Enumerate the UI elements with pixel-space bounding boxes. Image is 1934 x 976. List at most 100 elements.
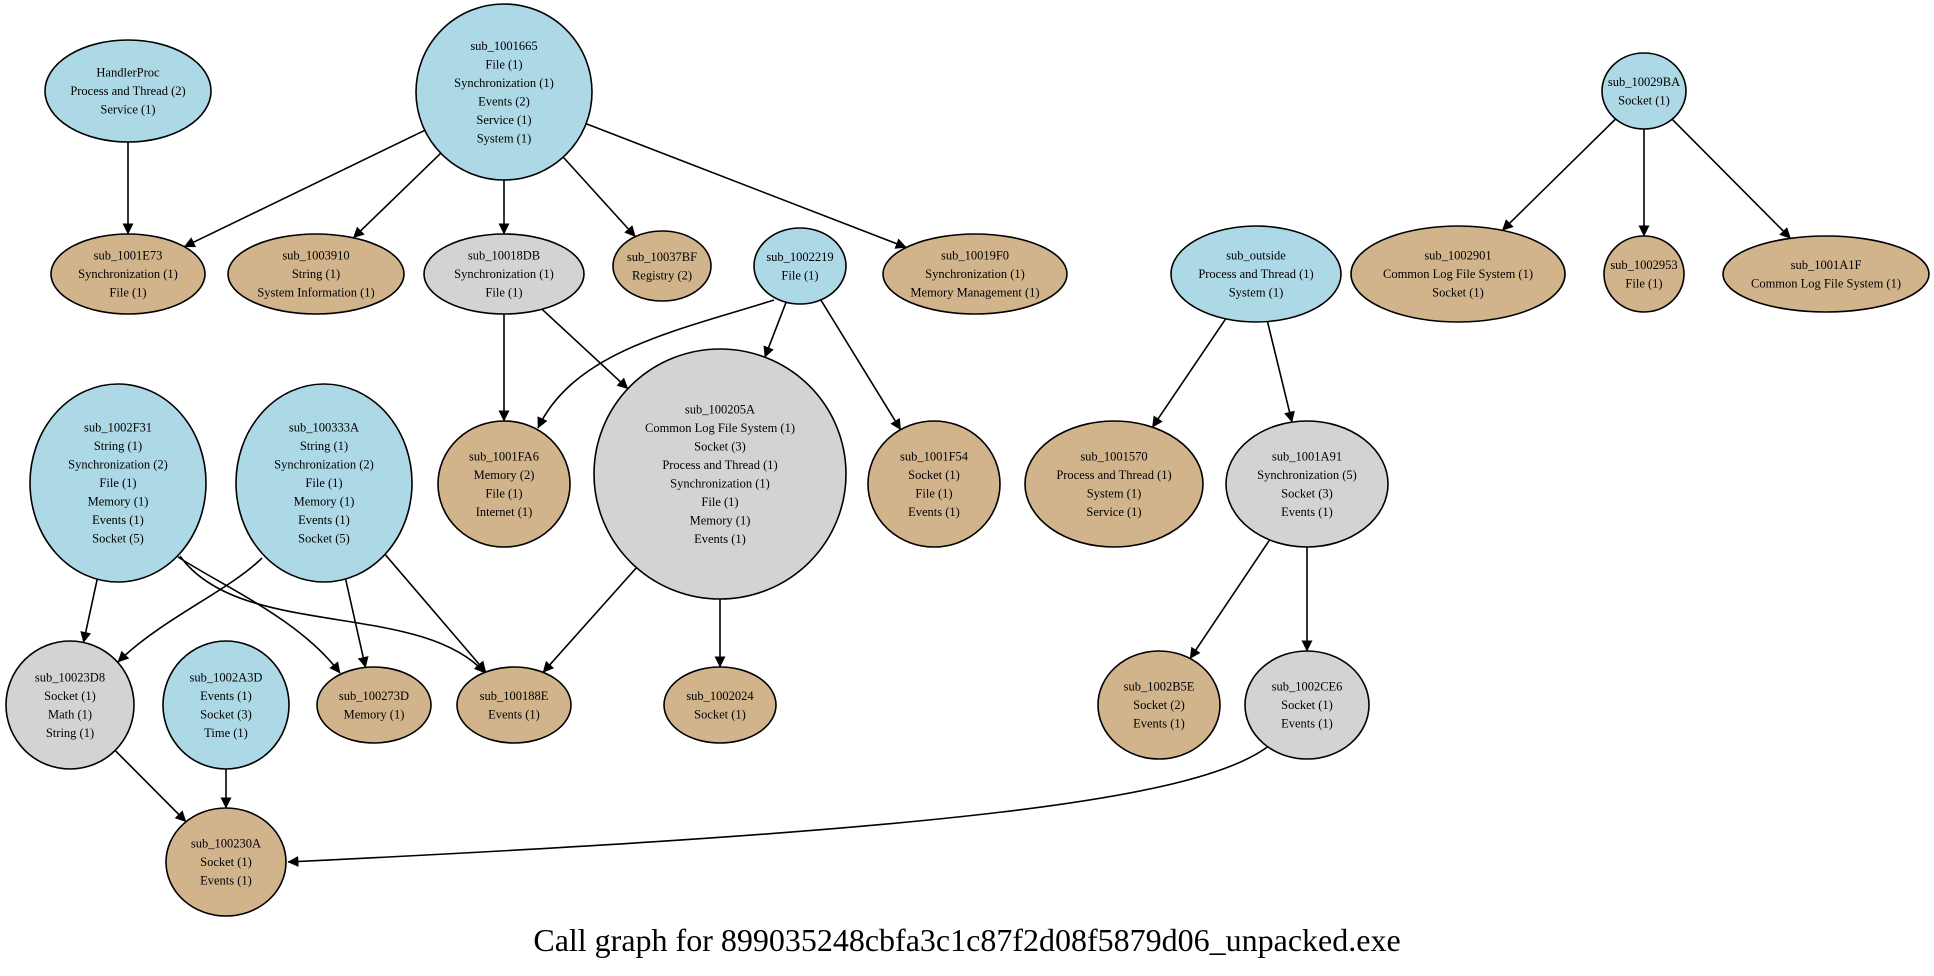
node-api-count: Socket (1)	[44, 689, 96, 703]
node-name: sub_100230A	[191, 837, 261, 851]
node-name: sub_outside	[1226, 249, 1286, 263]
node-api-count: Socket (1)	[1432, 286, 1484, 300]
node-api-count: Common Log File System (1)	[1751, 276, 1901, 290]
node-api-count: System Information (1)	[257, 286, 374, 300]
node-name: sub_1002F31	[84, 421, 152, 435]
node-api-count: Events (1)	[92, 513, 144, 527]
node-shape	[29, 383, 207, 583]
node-shape	[415, 3, 593, 181]
edge-sub_1002219-to-sub_1001F54	[820, 299, 902, 431]
node-name: sub_100205A	[685, 402, 755, 416]
node-name: sub_10029BA	[1608, 75, 1680, 89]
edge-sub_1001665-to-sub_1001E73	[183, 129, 426, 248]
node-shape	[612, 230, 712, 302]
node-api-count: Synchronization (5)	[1257, 468, 1357, 482]
node-api-count: File (1)	[99, 476, 136, 490]
node-shape	[316, 666, 432, 744]
node-name: sub_1003910	[282, 249, 349, 263]
node-api-count: Socket (1)	[908, 468, 960, 482]
node-shape	[1601, 52, 1687, 130]
node-api-count: File (1)	[305, 476, 342, 490]
edge-sub_100205A-to-sub_100188E	[542, 567, 638, 673]
node-api-count: Socket (5)	[298, 532, 350, 546]
node-api-count: System (1)	[1229, 286, 1284, 300]
node-api-count: Memory (1)	[344, 707, 405, 721]
edge-sub_10029BA-to-sub_1001A1F	[1671, 118, 1792, 239]
node-api-count: System (1)	[1087, 486, 1142, 500]
node-api-count: String (1)	[46, 726, 94, 740]
node-api-count: Memory (1)	[88, 495, 149, 509]
node-name: sub_10018DB	[468, 249, 540, 263]
edge-sub_1001A91-to-sub_1002B5E	[1189, 539, 1271, 659]
node-api-count: String (1)	[94, 439, 142, 453]
node-api-count: Service (1)	[1086, 505, 1141, 519]
node-api-count: Time (1)	[204, 726, 248, 740]
node-shape	[753, 227, 847, 305]
node-shape	[663, 666, 777, 744]
node-name: sub_1001570	[1080, 449, 1147, 463]
node-api-count: Synchronization (2)	[68, 458, 168, 472]
node-name: sub_1002953	[1610, 258, 1677, 272]
node-shape	[1722, 235, 1930, 313]
node-api-count: Internet (1)	[476, 505, 533, 519]
node-api-count: File (1)	[485, 57, 522, 71]
edge-sub_10018DB-to-sub_100205A	[541, 308, 629, 390]
edges-layer	[80, 118, 1792, 867]
edge-sub_1002F31-to-sub_10023D8	[80, 579, 98, 643]
node-api-count: Events (1)	[1281, 505, 1333, 519]
edge-sub_1002CE6-to-sub_100230A	[287, 744, 1271, 867]
node-api-count: Socket (5)	[92, 532, 144, 546]
node-name: sub_1001F54	[900, 449, 969, 463]
node-name: sub_100188E	[480, 689, 549, 703]
node-api-count: Math (1)	[48, 707, 92, 721]
node-shape	[1603, 235, 1685, 313]
node-api-count: Process and Thread (1)	[1056, 468, 1171, 482]
node-name: sub_10019F0	[941, 249, 1009, 263]
node-api-count: System (1)	[477, 131, 532, 145]
node-api-count: Synchronization (1)	[670, 476, 770, 490]
node-api-count: Synchronization (1)	[454, 76, 554, 90]
node-shape	[1350, 225, 1566, 323]
node-name: sub_10037BF	[627, 250, 697, 264]
node-api-count: File (1)	[485, 286, 522, 300]
node-api-count: Memory (1)	[690, 513, 751, 527]
node-api-count: Events (1)	[1133, 717, 1185, 731]
node-name: sub_1001FA6	[469, 449, 539, 463]
node-shape	[867, 420, 1001, 548]
node-api-count: Events (1)	[298, 513, 350, 527]
node-api-count: Memory Management (1)	[910, 286, 1039, 300]
node-api-count: Socket (3)	[694, 439, 746, 453]
node-api-count: Events (1)	[1281, 717, 1333, 731]
edge-sub_1001665-to-sub_10019F0	[585, 122, 907, 249]
edge-sub_10029BA-to-sub_1002901	[1501, 118, 1617, 231]
